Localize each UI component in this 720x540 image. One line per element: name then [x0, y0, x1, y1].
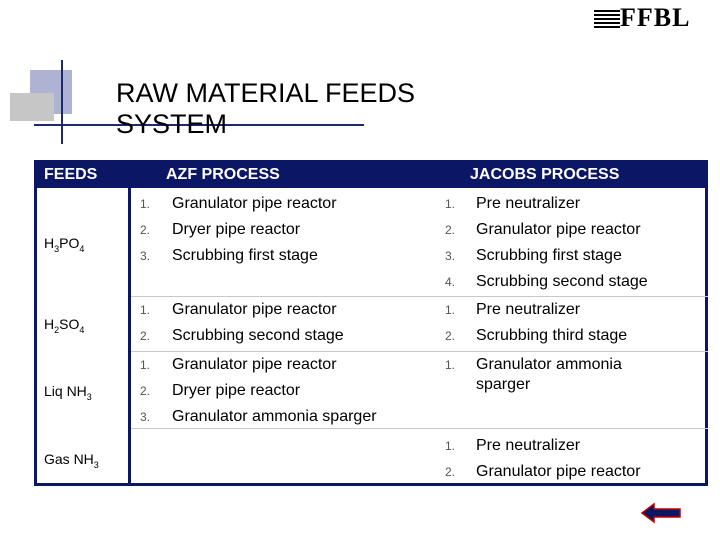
list-item: Pre neutralizer [476, 301, 581, 318]
slide-title-line2: SYSTEM [116, 109, 228, 139]
table-bottom-border [34, 483, 708, 486]
back-arrow-icon[interactable] [640, 502, 682, 524]
decor-vertical-line [61, 60, 63, 144]
table-header: FEEDS AZF PROCESS JACOBS PROCESS [34, 160, 708, 188]
ffbl-logo: FFBL [592, 3, 716, 34]
list-number: 3. [445, 249, 456, 263]
list-number: 1. [140, 303, 151, 317]
row-divider [131, 428, 708, 429]
list-item: Granulator pipe reactor [172, 356, 337, 373]
list-number: 1. [445, 358, 456, 372]
row-divider [131, 351, 708, 352]
header-jacobs: JACOBS PROCESS [470, 166, 620, 183]
list-number: 2. [140, 384, 151, 398]
logo-stripes-icon [594, 10, 620, 30]
feeds-column [34, 188, 131, 486]
header-feeds: FEEDS [44, 166, 98, 183]
list-item: Scrubbing second stage [476, 273, 648, 290]
list-item: Granulator pipe reactor [172, 301, 337, 318]
list-number: 1. [445, 197, 456, 211]
list-number: 2. [445, 223, 456, 237]
list-number: 2. [140, 223, 151, 237]
feed-h2so4: H2SO4 [44, 316, 85, 335]
list-item: Scrubbing first stage [476, 247, 622, 264]
list-number: 1. [445, 439, 456, 453]
list-item: Pre neutralizer [476, 437, 581, 454]
list-number: 2. [140, 329, 151, 343]
list-item: Granulator pipe reactor [172, 195, 337, 212]
back-arrow-svg [640, 502, 681, 524]
list-item: Granulator pipe reactor [476, 221, 641, 238]
decor-horizontal-line [34, 124, 364, 126]
list-number: 3. [140, 249, 151, 263]
list-item: Dryer pipe reactor [172, 221, 301, 238]
list-item: Dryer pipe reactor [172, 382, 301, 399]
list-number: 3. [140, 410, 151, 424]
list-item: Scrubbing first stage [172, 247, 318, 264]
logo-text: FFBL [620, 3, 691, 32]
feed-gas-nh3: Gas NH3 [44, 451, 99, 470]
header-azf: AZF PROCESS [166, 166, 280, 183]
list-number: 4. [445, 275, 456, 289]
row-divider [131, 296, 708, 297]
list-number: 2. [445, 465, 456, 479]
list-item: Scrubbing second stage [172, 327, 344, 344]
list-number: 2. [445, 329, 456, 343]
list-number: 1. [140, 197, 151, 211]
process-columns [131, 188, 708, 486]
list-item: Granulator ammonia sparger [476, 356, 622, 393]
feed-liq-nh3: Liq NH3 [44, 383, 92, 402]
list-item: Scrubbing third stage [476, 327, 628, 344]
list-item: Pre neutralizer [476, 195, 581, 212]
decor-square-gray [10, 93, 54, 121]
slide-title-line1: RAW MATERIAL FEEDS [116, 78, 416, 108]
slide-title: RAW MATERIAL FEEDS SYSTEM [116, 78, 496, 140]
list-item: Granulator pipe reactor [476, 463, 641, 480]
list-number: 1. [140, 358, 151, 372]
feeds-table: FEEDS AZF PROCESS JACOBS PROCESS H3PO4 H… [34, 160, 708, 486]
list-item: Granulator ammonia sparger [172, 408, 377, 425]
list-number: 1. [445, 303, 456, 317]
feed-h3po4: H3PO4 [44, 235, 85, 254]
